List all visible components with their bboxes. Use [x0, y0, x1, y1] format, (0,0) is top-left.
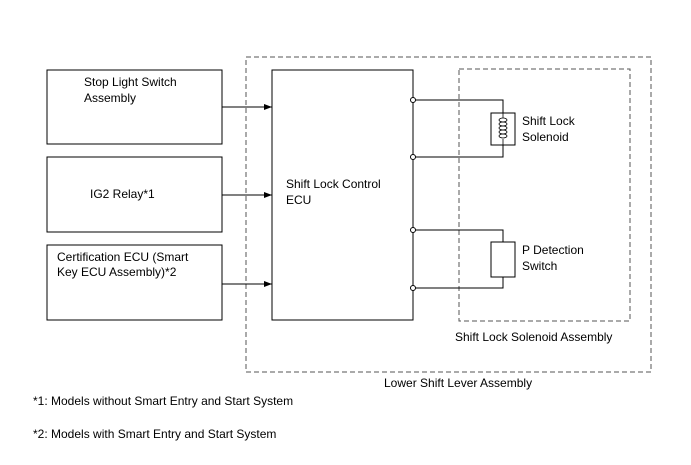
solenoid-wire-top [413, 99, 504, 113]
ecu-terminal-3 [410, 227, 416, 233]
p-switch-wire-top [413, 229, 504, 242]
solenoid-assembly-label: Shift Lock Solenoid Assembly [455, 330, 612, 344]
certification-ecu-box [46, 244, 223, 321]
p-switch-wire-bottom [413, 277, 504, 289]
solenoid-wire-bottom [413, 145, 504, 158]
p-detection-switch-symbol [490, 241, 516, 278]
lower-shift-lever-assembly-boundary [245, 56, 652, 373]
footnote-2: *2: Models with Smart Entry and Start Sy… [33, 427, 276, 441]
stop-light-label-line1: Stop Light Switch [84, 75, 177, 89]
ig2-relay-label: IG2 Relay*1 [90, 187, 155, 201]
ecu-label-line2: ECU [286, 193, 311, 207]
ecu-label-line1: Shift Lock Control [286, 177, 381, 191]
shift-lock-solenoid-assembly-boundary [458, 68, 631, 322]
solenoid-label-line2: Solenoid [522, 130, 569, 144]
solenoid-label-line1: Shift Lock [522, 114, 576, 128]
p-switch-label-line2: Switch [522, 259, 557, 273]
lower-shift-lever-label: Lower Shift Lever Assembly [384, 376, 532, 390]
stop-light-label-line2: Assembly [84, 91, 136, 105]
stop-light-switch-box [46, 69, 223, 145]
certification-ecu-label-line1: Certification ECU (Smart [57, 250, 189, 264]
ecu-terminal-2 [410, 154, 416, 160]
ecu-terminal-4 [410, 285, 416, 291]
p-switch-label-line1: P Detection [522, 243, 584, 257]
ecu-terminal-1 [410, 97, 416, 103]
solenoid-coil-icon [498, 113, 508, 145]
ig2-relay-box [46, 156, 223, 233]
certification-ecu-label-line2: Key ECU Assembly)*2 [57, 265, 177, 279]
footnote-1: *1: Models without Smart Entry and Start… [33, 394, 293, 408]
